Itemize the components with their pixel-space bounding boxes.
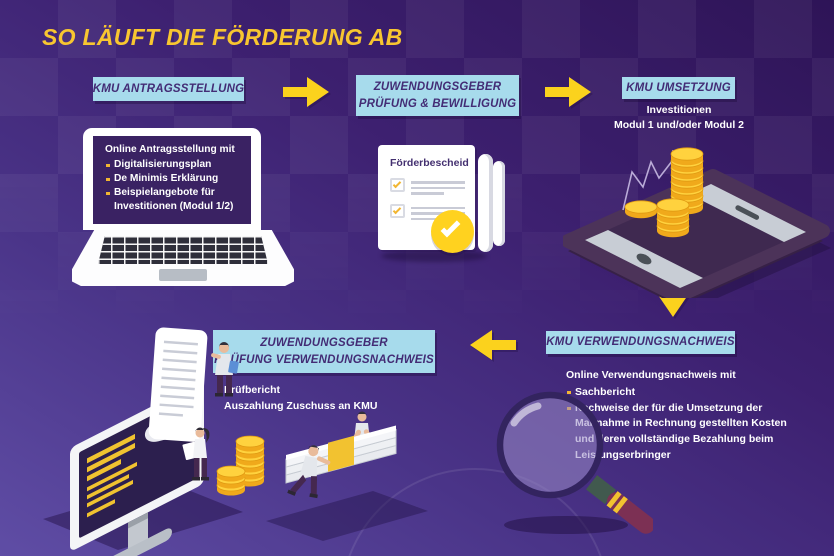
text-lines bbox=[411, 178, 465, 195]
implementation-note: Investitionen Modul 1 und/oder Modul 2 bbox=[597, 103, 761, 132]
list-item: De Minimis Erklärung bbox=[105, 172, 247, 186]
final-review-note: Prüfbericht Auszahlung Zuschuss an KMU bbox=[224, 383, 377, 415]
arrow-left-icon bbox=[470, 330, 516, 360]
proof-intro: Online Verwendungsnachweis mit bbox=[566, 369, 736, 381]
badge-label-line1: ZUWENDUNGSGEBER bbox=[373, 80, 502, 93]
magnifying-glass-icon bbox=[496, 391, 653, 534]
arrow-right-icon bbox=[545, 77, 591, 107]
list-item: Digitalisierungsplan bbox=[105, 158, 247, 172]
implementation-note-line1: Investitionen bbox=[646, 104, 712, 116]
person-with-paper bbox=[182, 427, 210, 481]
badge-kmu-umsetzung: KMU UMSETZUNG bbox=[622, 77, 735, 99]
document-shadow bbox=[381, 250, 487, 262]
application-bullet-list: Digitalisierungsplan De Minimis Erklärun… bbox=[105, 158, 247, 214]
rolled-paper bbox=[478, 154, 493, 252]
application-intro: Online Antragsstellung mit bbox=[105, 144, 235, 155]
laptop-bezel: Online Antragsstellung mit Digitalisieru… bbox=[83, 128, 261, 230]
badge-zuwendungsgeber-pruefung-bewilligung: ZUWENDUNGSGEBER PRÜFUNG & BEWILLIGUNG bbox=[356, 75, 519, 116]
badge-label: KMU ANTRAGSSTELLUNG bbox=[92, 82, 245, 95]
page-title: SO LÄUFT DIE FÖRDERUNG AB bbox=[42, 24, 403, 50]
rolled-paper bbox=[493, 161, 505, 246]
badge-kmu-antragsstellung: KMU ANTRAGSSTELLUNG bbox=[93, 77, 244, 101]
laptop-keyboard bbox=[98, 236, 268, 264]
person-pushing-money bbox=[287, 445, 331, 499]
laptop-icon: Online Antragsstellung mit Digitalisieru… bbox=[72, 128, 294, 292]
implementation-note-line2: Modul 1 und/oder Modul 2 bbox=[613, 118, 745, 131]
checkmark-icon bbox=[440, 217, 461, 238]
text-lines bbox=[411, 204, 465, 220]
badge-label-line2: PRÜFUNG & BEWILLIGUNG bbox=[358, 97, 517, 110]
proof-bullet-list: Sachbericht Nachweise der für die Umsetz… bbox=[566, 385, 796, 464]
document-checklist-row bbox=[390, 203, 465, 220]
application-details: Online Antragsstellung mit Digitalisieru… bbox=[105, 143, 247, 214]
final-review-note-line1: Prüfbericht bbox=[224, 384, 281, 396]
badge-label: KMU UMSETZUNG bbox=[626, 81, 731, 94]
document-title: Förderbescheid bbox=[390, 157, 469, 169]
final-review-note-line2: Auszahlung Zuschuss an KMU bbox=[224, 399, 378, 412]
document-card: Förderbescheid bbox=[378, 145, 475, 250]
list-item: Nachweise der für die Umsetzung der Maßn… bbox=[566, 401, 796, 464]
checkbox-icon bbox=[390, 203, 405, 218]
approval-check-seal-icon bbox=[431, 210, 474, 253]
badge-kmu-verwendungsnachweis: KMU VERWENDUNGSNACHWEIS bbox=[546, 331, 735, 354]
laptop-base bbox=[72, 230, 294, 286]
checkmark-icon bbox=[392, 205, 402, 214]
coin-stack bbox=[656, 198, 690, 238]
document-checklist-row bbox=[390, 178, 465, 195]
checkmark-icon bbox=[392, 179, 402, 189]
laptop-screen: Online Antragsstellung mit Digitalisieru… bbox=[93, 136, 251, 224]
smartphone-coins-icon bbox=[563, 147, 831, 298]
report-scroll bbox=[144, 327, 208, 442]
proof-details: Online Verwendungsnachweis mit Sachberic… bbox=[566, 368, 796, 464]
list-item: Beispielangebote für Investitionen (Modu… bbox=[105, 186, 247, 214]
laptop-trackpad bbox=[159, 269, 207, 281]
audit-scene-icon bbox=[43, 327, 428, 556]
badge-zuwendungsgeber-pruefung-verwendungsnachweis: ZUWENDUNGSGEBER PRÜFUNG VERWENDUNGSNACHW… bbox=[213, 330, 435, 373]
badge-label-line1: ZUWENDUNGSGEBER bbox=[260, 336, 388, 349]
badge-label-line2: PRÜFUNG VERWENDUNGSNACHWEIS bbox=[214, 353, 434, 366]
funding-notice-icon: Förderbescheid bbox=[375, 140, 517, 268]
arrow-right-icon bbox=[283, 77, 329, 107]
person-with-folder bbox=[211, 342, 239, 397]
badge-label: KMU VERWENDUNGSNACHWEIS bbox=[546, 336, 735, 349]
checkbox-icon bbox=[390, 178, 405, 192]
list-item: Sachbericht bbox=[566, 385, 796, 401]
coin-stack bbox=[216, 465, 246, 496]
